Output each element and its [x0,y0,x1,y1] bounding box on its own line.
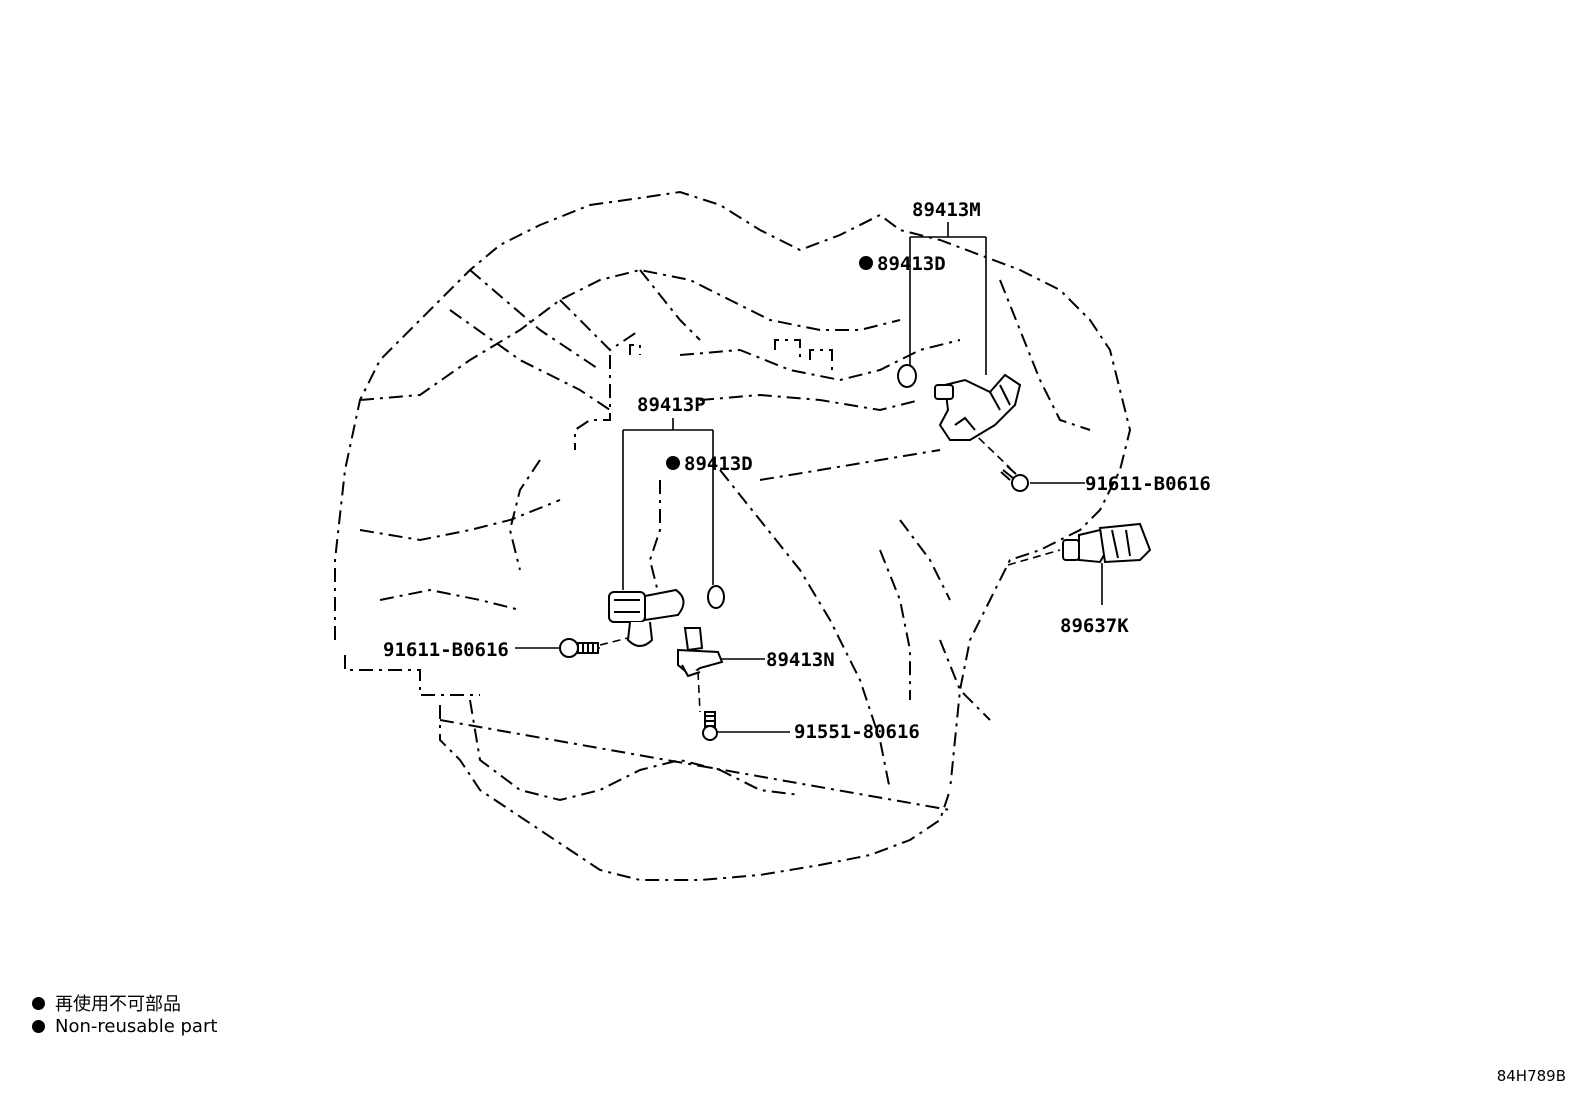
oring-mid [707,585,725,609]
nonreusable-dot-top [859,256,873,270]
speed-sensor-p [608,588,685,647]
label-91551: 91551-80616 [794,721,920,743]
label-89637k: 89637K [1060,615,1129,637]
diagram-code: 84H789B [1496,1067,1566,1085]
label-89413n: 89413N [766,649,835,671]
legend-dot-icon [32,996,45,1010]
bolt-right [1000,465,1029,492]
legend-jp: 再使用不可部品 [32,990,181,1016]
label-89413d-mid: 89413D [684,453,753,475]
legend-en: Non-reusable part [32,1016,217,1037]
bolt-left [559,638,599,658]
speed-sensor-n [677,627,724,678]
label-89413m: 89413M [912,199,981,221]
transmission-housing [334,190,1132,881]
oring-top [897,364,917,388]
legend-en-text: Non-reusable part [55,1016,218,1037]
label-89413d-top: 89413D [877,253,946,275]
label-91611-left: 91611-B0616 [383,639,509,661]
label-89413p: 89413P [637,394,706,416]
legend-dot-icon [32,1020,45,1033]
label-91611-right: 91611-B0616 [1085,473,1211,495]
legend-jp-text: 再使用不可部品 [55,994,181,1015]
bolt-bottom [702,711,718,741]
speed-sensor-m [934,373,1022,441]
pressure-switch-k [1062,522,1152,564]
leader-lines [515,222,1103,733]
nonreusable-dot-mid [666,456,680,470]
